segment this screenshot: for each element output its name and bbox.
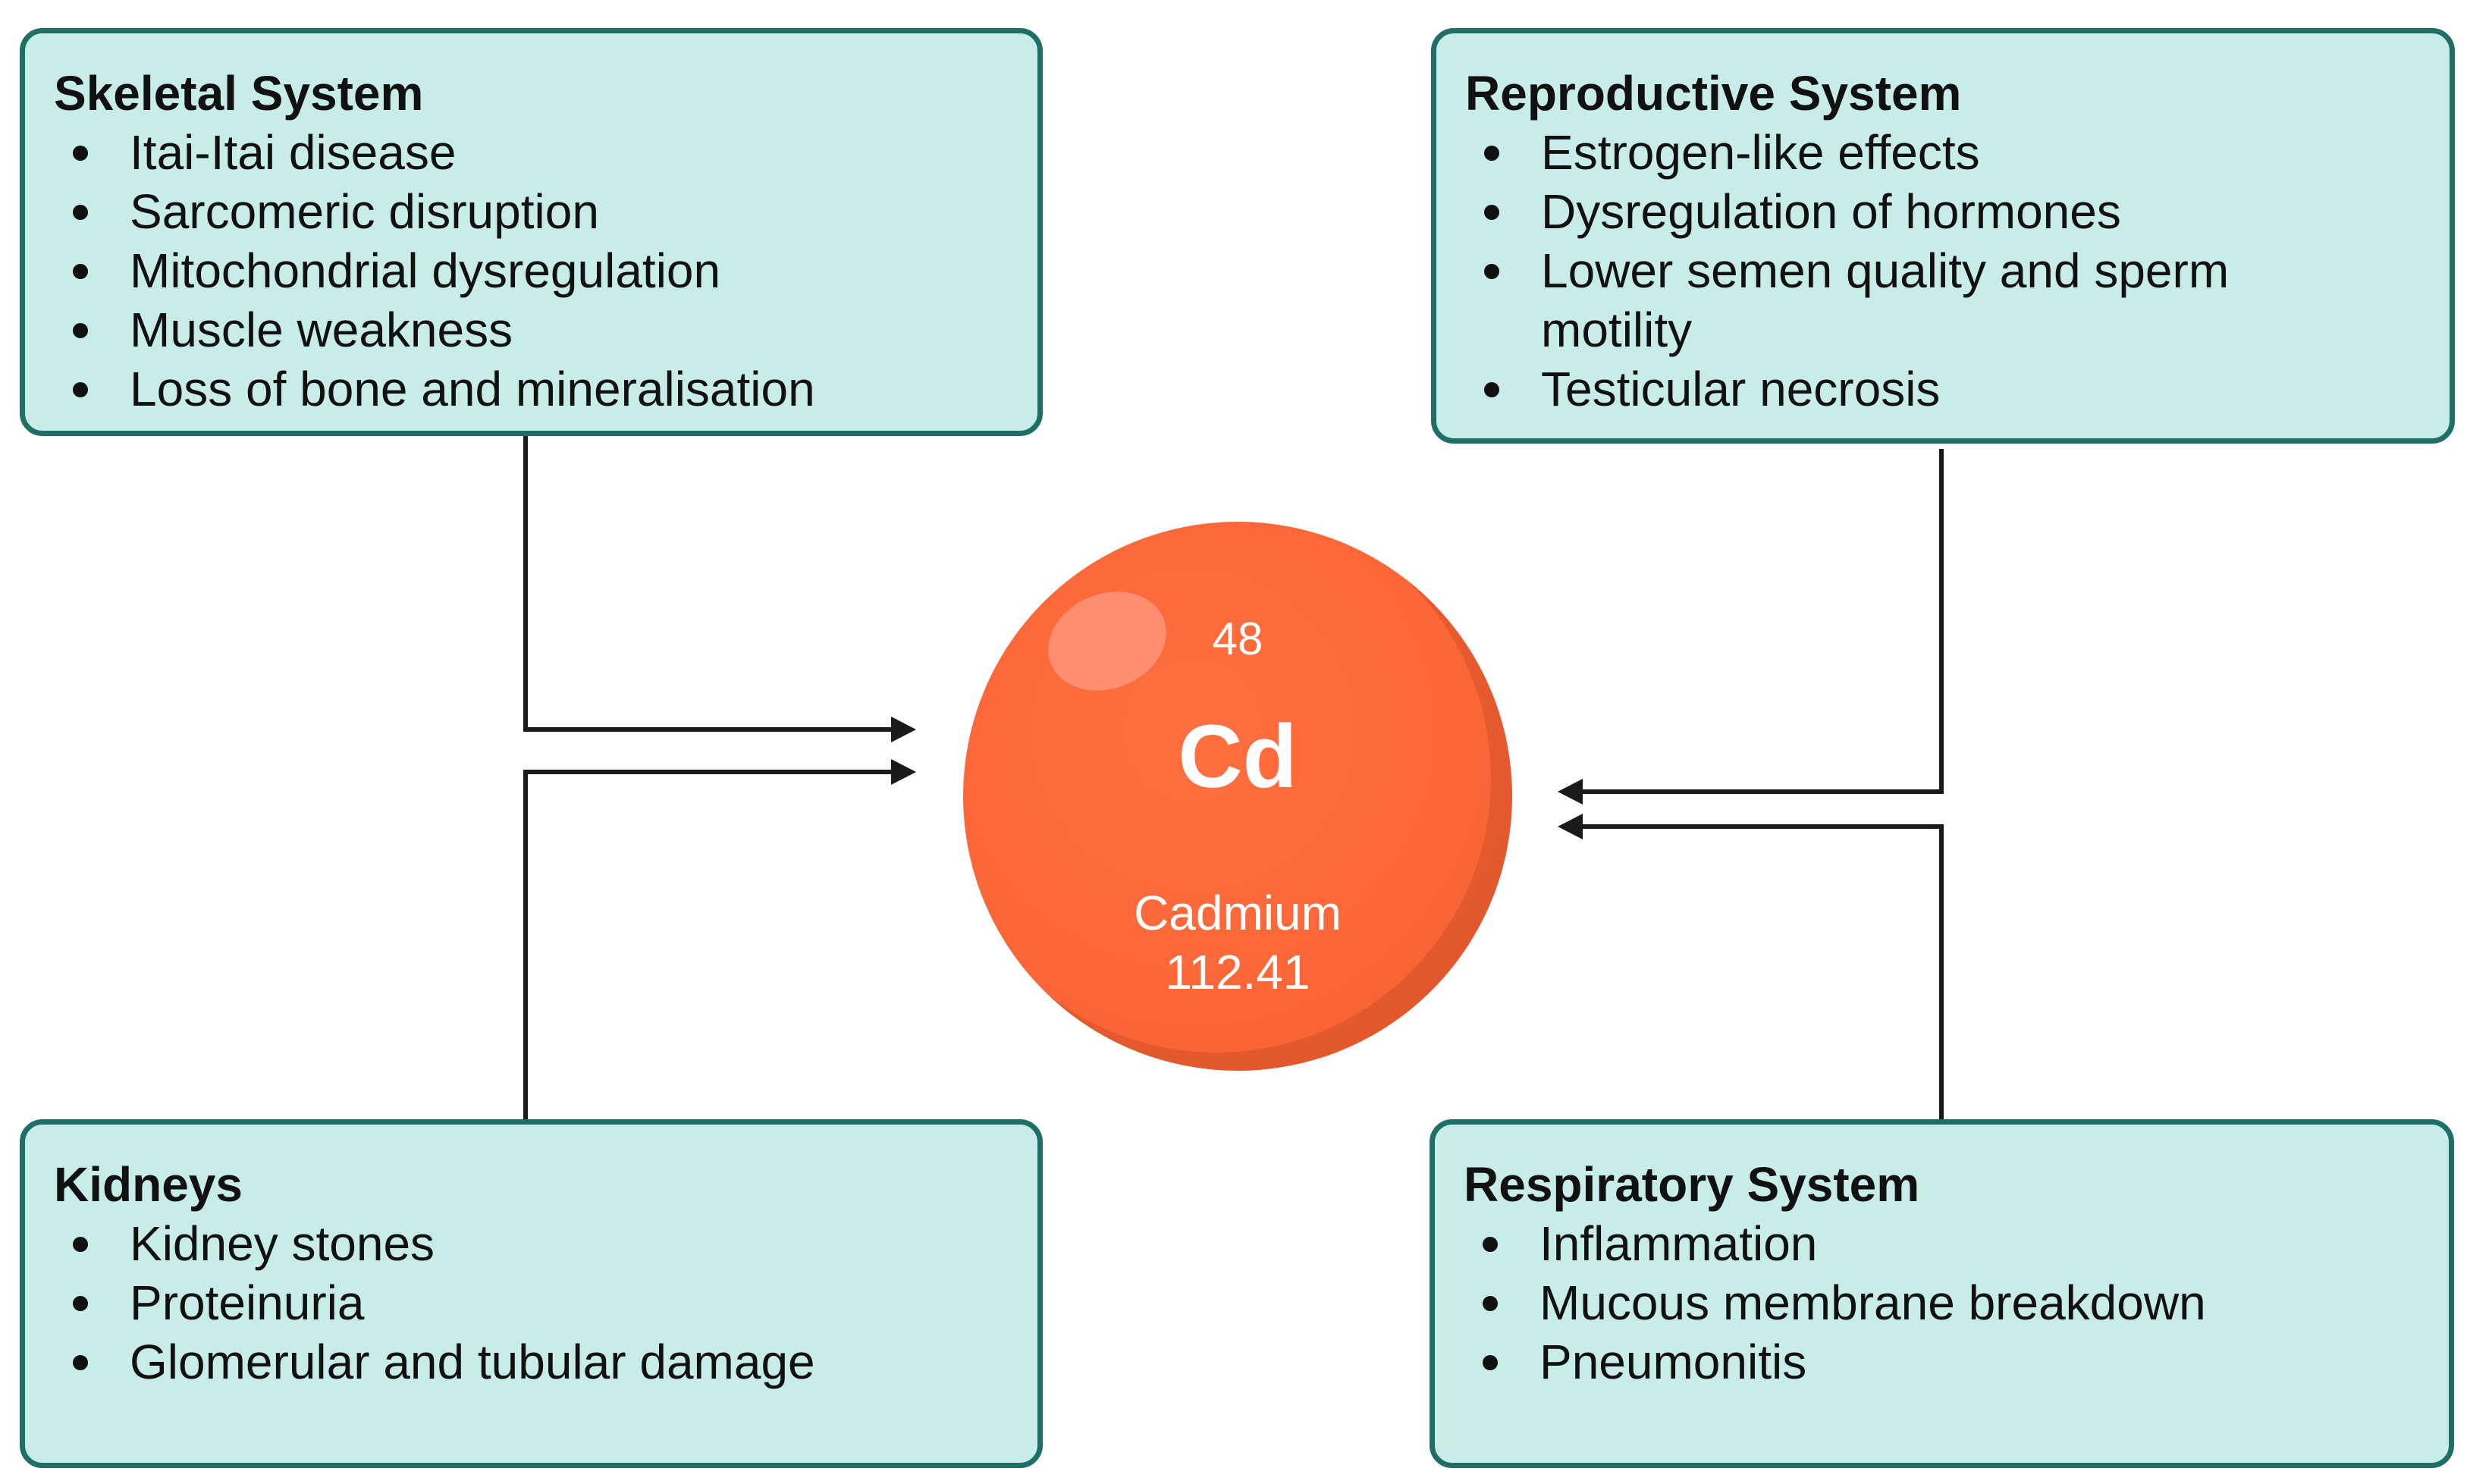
list-item: Proteinuria — [73, 1273, 1007, 1332]
list-item: Mitochondrial dysregulation — [73, 241, 1007, 300]
skeletal-system-list: Itai-Itai disease Sarcomeric disruption … — [54, 123, 1007, 419]
respiratory-system-title: Respiratory System — [1464, 1157, 1920, 1212]
list-item: Loss of bone and mineralisation — [73, 359, 1007, 419]
arrowhead-respiratory — [1558, 814, 1583, 839]
arrowhead-kidneys — [891, 759, 916, 785]
element-symbol: Cd — [1178, 707, 1298, 807]
list-item: Glomerular and tubular damage — [73, 1332, 1007, 1391]
list-item: Pneumonitis — [1483, 1332, 2418, 1391]
arrow-reproductive-to-cadmium — [1579, 449, 1944, 794]
arrowhead-skeletal — [891, 717, 916, 742]
arrow-respiratory-to-cadmium — [1579, 824, 1944, 1119]
list-item: Lower semen quality and sperm motility — [1484, 241, 2307, 359]
skeletal-system-box: Skeletal System Itai-Itai disease Sarcom… — [20, 28, 1043, 436]
arrow-kidneys-to-cadmium — [523, 770, 895, 1119]
list-item: Mucous membrane breakdown — [1483, 1273, 2418, 1332]
reproductive-system-box: Reproductive System Estrogen-like effect… — [1431, 28, 2455, 444]
kidneys-title: Kidneys — [54, 1157, 243, 1212]
kidneys-list: Kidney stones Proteinuria Glomerular and… — [54, 1214, 1007, 1391]
arrowhead-reproductive — [1558, 779, 1583, 805]
list-item: Muscle weakness — [73, 300, 1007, 359]
list-item: Estrogen-like effects — [1484, 123, 2419, 182]
skeletal-system-title: Skeletal System — [54, 66, 424, 121]
reproductive-system-list: Estrogen-like effects Dysregulation of h… — [1465, 123, 2419, 419]
cadmium-element-sphere: 48 Cd Cadmium 112.41 — [963, 522, 1512, 1071]
respiratory-system-list: Inflammation Mucous membrane breakdown P… — [1464, 1214, 2418, 1391]
list-item: Testicular necrosis — [1484, 359, 2419, 419]
list-item: Inflammation — [1483, 1214, 2418, 1273]
list-item: Itai-Itai disease — [73, 123, 1007, 182]
kidneys-box: Kidneys Kidney stones Proteinuria Glomer… — [20, 1119, 1043, 1468]
reproductive-system-title: Reproductive System — [1465, 66, 1962, 121]
element-name: Cadmium — [1134, 886, 1342, 940]
atomic-number: 48 — [1212, 613, 1263, 664]
arrow-skeletal-to-cadmium — [523, 436, 895, 732]
list-item: Dysregulation of hormones — [1484, 182, 2419, 241]
list-item: Sarcomeric disruption — [73, 182, 1007, 241]
atomic-mass: 112.41 — [1165, 945, 1310, 999]
respiratory-system-box: Respiratory System Inflammation Mucous m… — [1430, 1119, 2454, 1468]
list-item: Kidney stones — [73, 1214, 1007, 1273]
